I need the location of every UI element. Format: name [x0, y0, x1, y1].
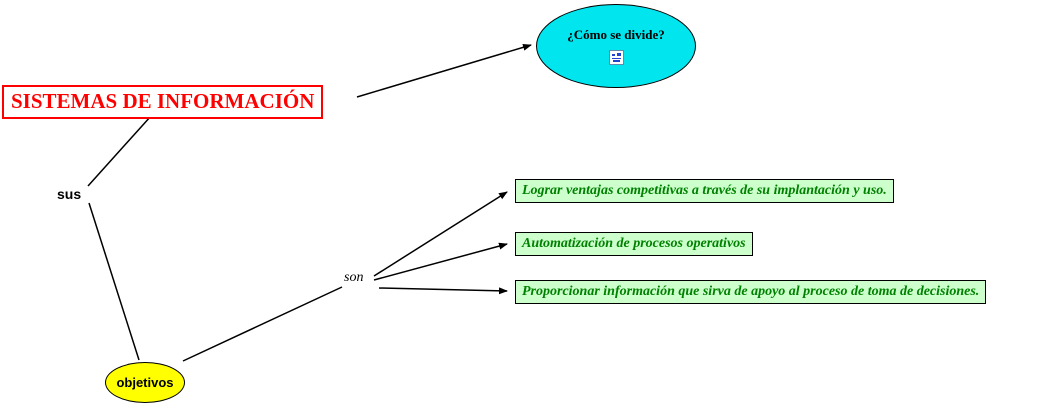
link-label-sus[interactable]: sus: [57, 186, 82, 202]
objetivos-node-label: objetivos: [116, 375, 174, 390]
objective-item[interactable]: Automatización de procesos operativos: [515, 232, 753, 256]
objective-item[interactable]: Proporcionar información que sirva de ap…: [515, 280, 987, 304]
link-label-son[interactable]: son: [344, 270, 364, 285]
resource-attachment-icon[interactable]: [608, 50, 624, 65]
objetivos-node[interactable]: objetivos: [105, 362, 185, 403]
divide-node-label: ¿Cómo se divide?: [567, 27, 665, 42]
divide-node[interactable]: ¿Cómo se divide?: [536, 4, 696, 88]
objective-item[interactable]: Lograr ventajas competitivas a través de…: [515, 179, 894, 203]
title-node[interactable]: SISTEMAS DE INFORMACIÓN: [2, 85, 324, 119]
